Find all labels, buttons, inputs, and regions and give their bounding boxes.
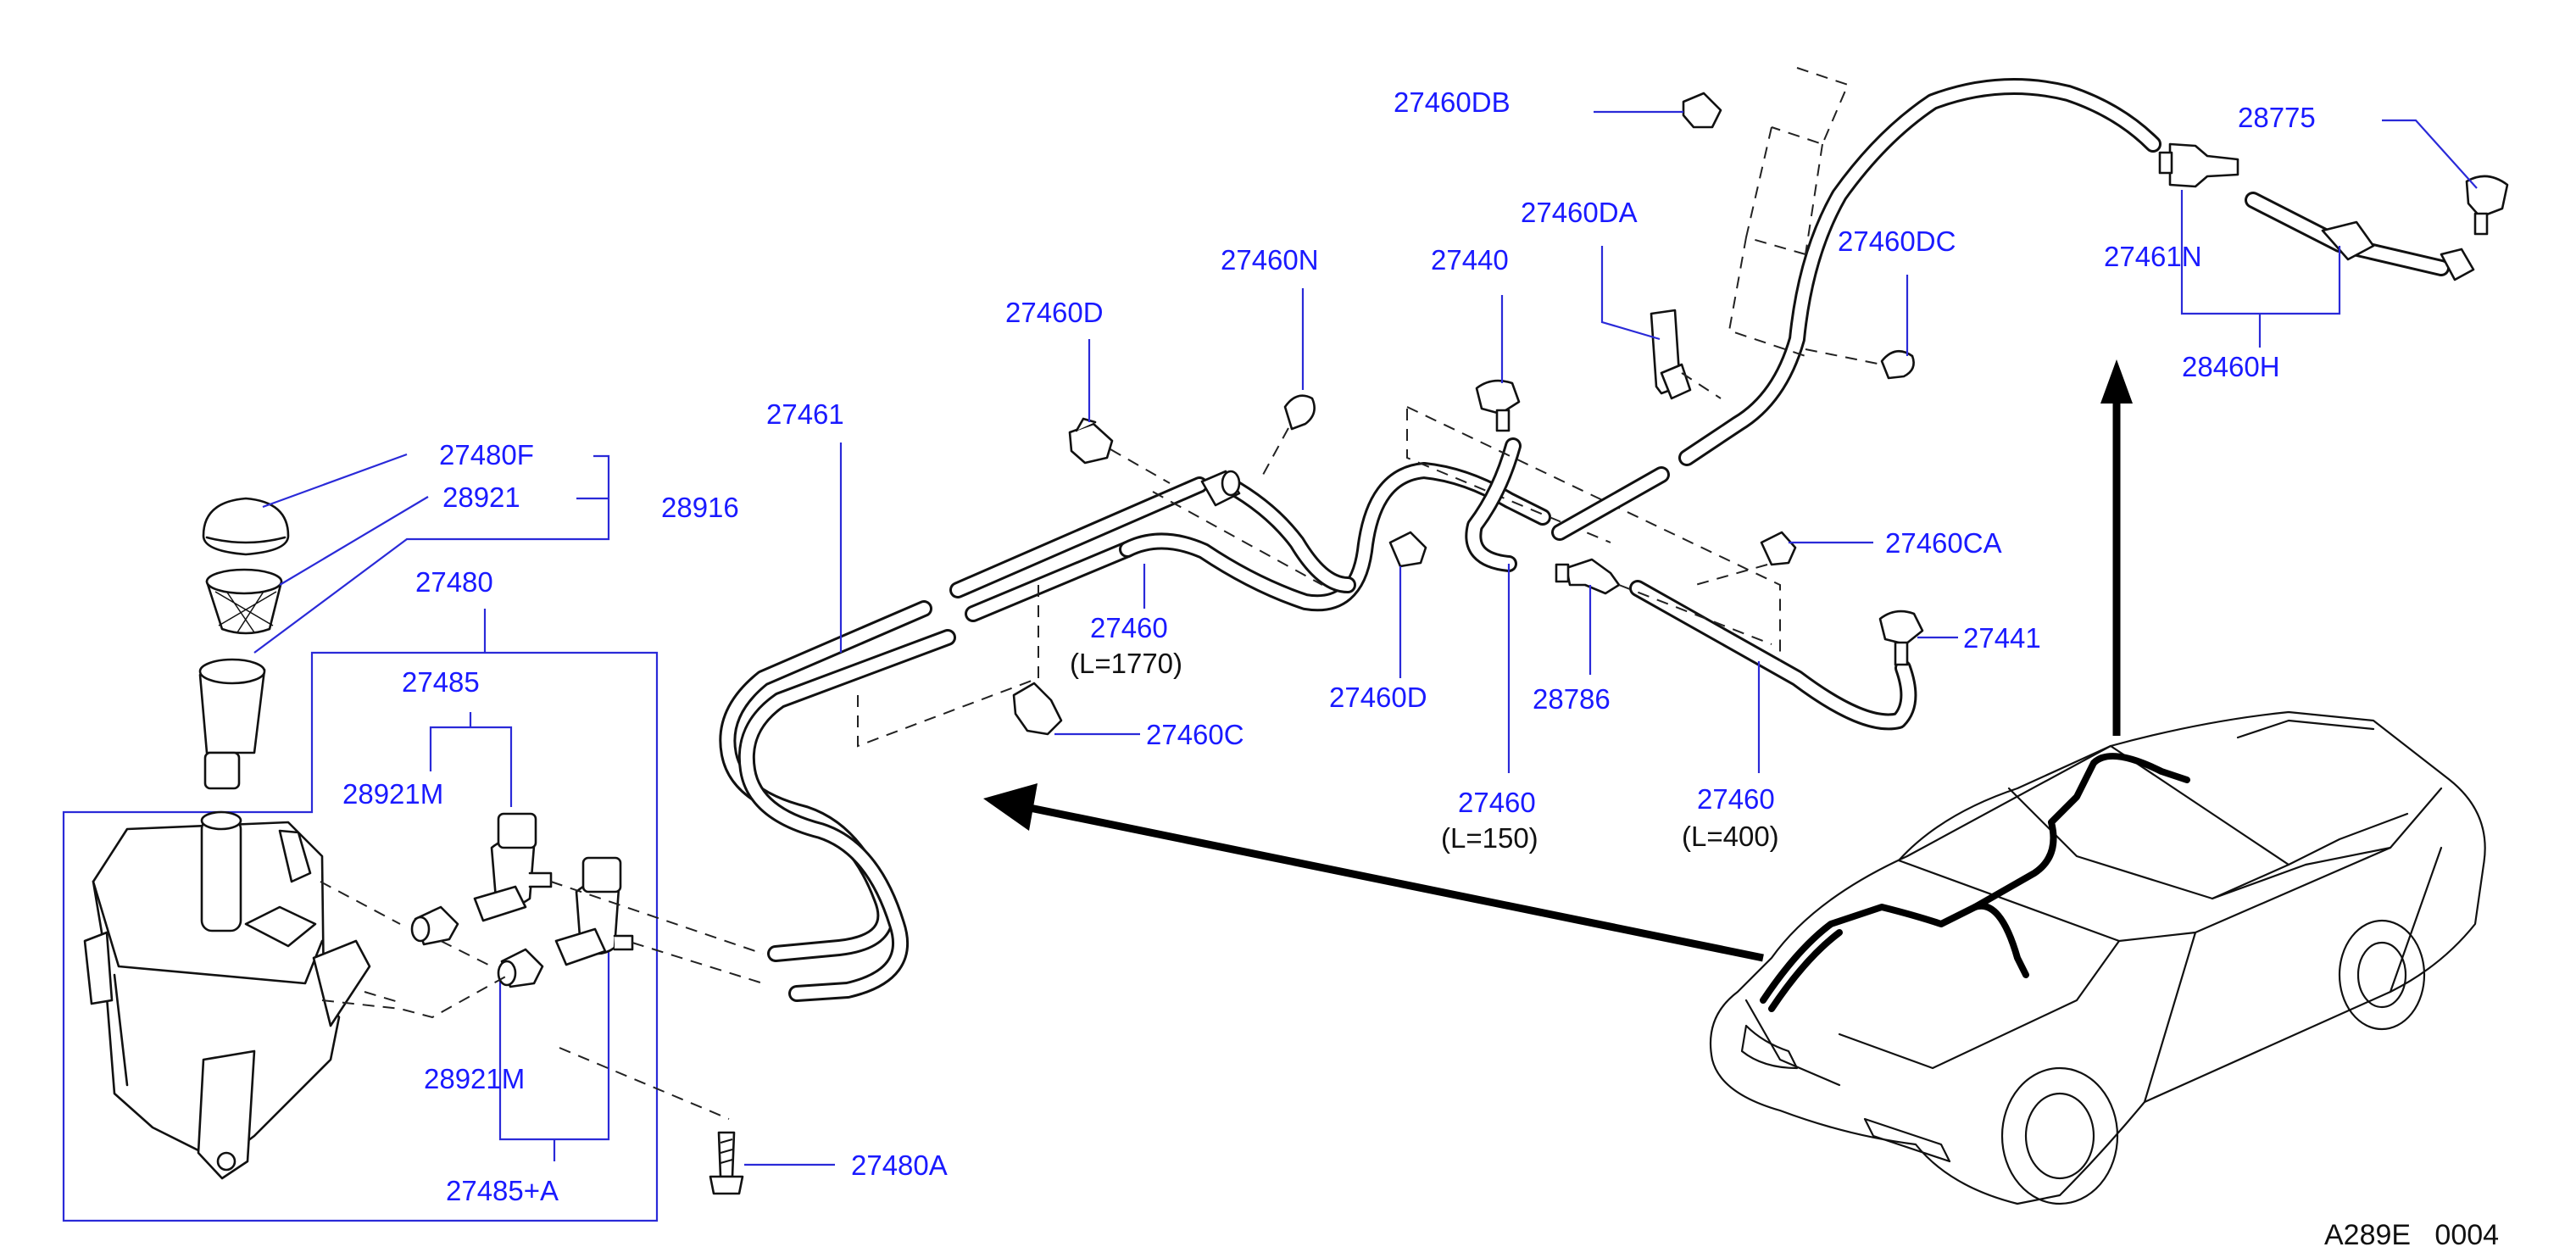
hose-1770-dash — [1152, 409, 1611, 586]
label-27460N: 27460N — [1221, 244, 1319, 276]
label-27440: 27440 — [1431, 244, 1509, 276]
label-27461: 27461 — [766, 398, 844, 430]
label-27460D-upper: 27460D — [1005, 297, 1104, 328]
tie-27460N — [1283, 394, 1316, 431]
check-valve-27461N — [2158, 142, 2239, 188]
filler-cap — [202, 497, 290, 556]
arrow-left-head — [983, 783, 1038, 831]
clip-27460DB — [1682, 92, 1722, 129]
label-27460DC: 27460DC — [1838, 225, 1956, 257]
label-28775: 28775 — [2238, 102, 2316, 133]
clip-27460CA — [1760, 531, 1797, 566]
hose-L400-dash — [1406, 406, 1781, 661]
clip-27460D-lower — [1388, 531, 1427, 568]
label-27460-L400: 27460 — [1697, 783, 1775, 815]
filler-neck — [198, 658, 266, 790]
bracket-28916 — [253, 454, 610, 654]
label-27480F: 27480F — [439, 439, 534, 470]
reservoir-assembly-box — [62, 651, 659, 1222]
grommet-upper — [410, 905, 459, 946]
bracket-28460H — [2180, 190, 2341, 348]
arrow-up-head — [2100, 359, 2133, 404]
clip-27460DA-dash — [1681, 372, 1722, 399]
clip-27460CA-dash — [1694, 564, 1768, 586]
label-27480: 27480 — [415, 566, 493, 598]
clip-27460C — [1012, 682, 1063, 736]
label-27441: 27441 — [1963, 622, 2041, 654]
leader-27480F — [262, 453, 408, 509]
label-28921: 28921 — [442, 481, 520, 513]
washer-pump-upper — [473, 812, 553, 922]
washer-pump-lower — [554, 856, 634, 966]
nozzle-27440 — [1475, 379, 1521, 432]
label-27460D-lower: 27460D — [1329, 682, 1427, 713]
label-28786: 28786 — [1533, 683, 1611, 715]
connector-28786 — [1555, 558, 1621, 595]
pump-dash-lines — [320, 881, 764, 1120]
length-L1770: (L=1770) — [1070, 648, 1182, 679]
label-27460CA: 27460CA — [1885, 527, 2002, 559]
grommet-lower — [497, 948, 544, 988]
label-27460-L150: 27460 — [1458, 787, 1536, 818]
tie-27460DC-dash — [1805, 348, 1883, 365]
clip-27460D-upper-dash — [1110, 448, 1171, 484]
label-27460DA: 27460DA — [1521, 197, 1638, 228]
joint-main — [1200, 470, 1241, 507]
clip-27480A — [709, 1131, 744, 1195]
bracket-27485A — [498, 941, 610, 1161]
length-L150: (L=150) — [1441, 822, 1538, 854]
label-27460-L1770: 27460 — [1090, 612, 1168, 643]
label-27485: 27485 — [402, 666, 480, 698]
label-27485A: 27485+A — [446, 1175, 559, 1206]
labels: 27480F 28921 28916 27480 27485 28921M 28… — [342, 86, 2499, 1251]
leader-28775 — [2382, 119, 2478, 189]
arrow-left — [1025, 803, 1764, 962]
reservoir-tank — [83, 810, 371, 1180]
length-L400: (L=400) — [1682, 821, 1779, 852]
hose-rear — [1551, 78, 2162, 541]
diagram-code: A289E 0004 — [2324, 1219, 2499, 1251]
label-28916: 28916 — [661, 492, 739, 523]
car-washer-hoses — [1760, 753, 2190, 1012]
hose-27461-dash — [857, 585, 1039, 748]
label-27461N: 27461N — [2104, 241, 2202, 272]
hose-27460-L400 — [1629, 580, 1917, 731]
hose-27460-L150 — [1465, 437, 1522, 572]
label-28460H: 28460H — [2182, 351, 2280, 382]
hose-rear-dash — [1728, 67, 1850, 357]
label-28921M-upper: 28921M — [342, 778, 443, 810]
label-28921M-lower: 28921M — [424, 1063, 525, 1094]
clip-27460D-upper — [1068, 417, 1114, 465]
tie-27460N-dash — [1262, 427, 1289, 476]
bracket-27485 — [429, 712, 513, 807]
nozzle-27441 — [1878, 610, 1924, 666]
nozzle-rear — [2321, 175, 2509, 281]
tie-27460DC — [1880, 349, 1915, 380]
label-27460DB: 27460DB — [1394, 86, 1511, 118]
hose-27460-L1770 — [1119, 462, 1551, 612]
car-outline — [1709, 710, 2486, 1205]
leader-28921 — [279, 496, 429, 586]
leader-27460DA — [1600, 246, 1661, 341]
label-27460C: 27460C — [1146, 719, 1244, 750]
strainer — [205, 568, 283, 635]
label-27480A: 27480A — [851, 1149, 948, 1181]
clip-27460DA — [1650, 309, 1692, 400]
hose-27461 — [719, 476, 1208, 1002]
